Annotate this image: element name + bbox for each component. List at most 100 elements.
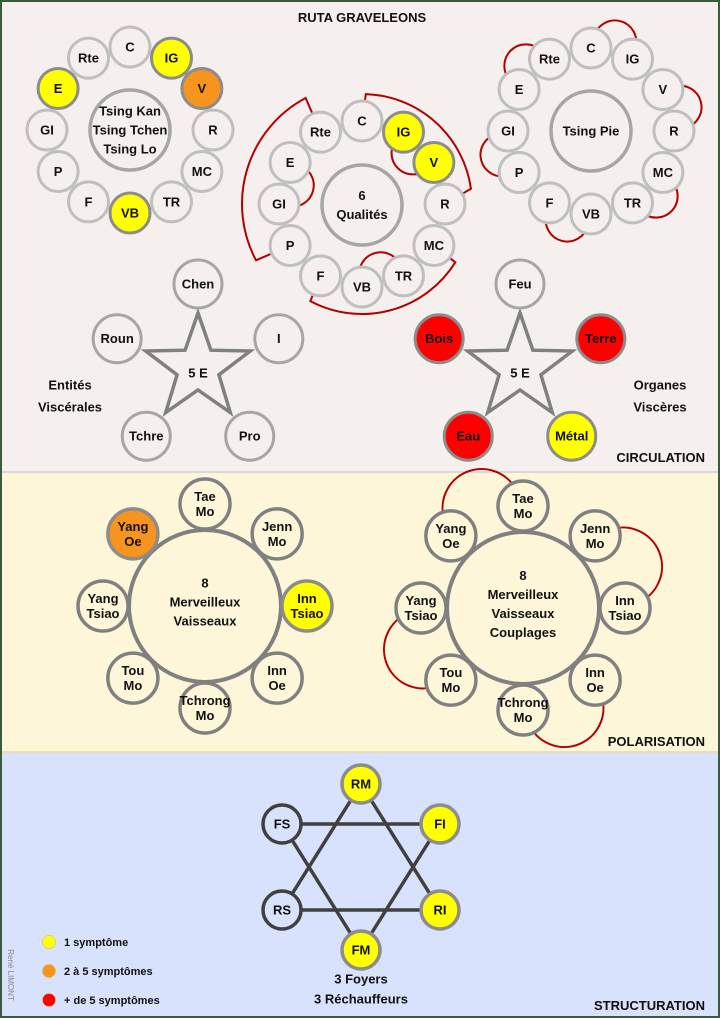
node-circle (412, 224, 456, 267)
element-node-Bois[interactable]: Bois (413, 313, 465, 365)
node-circle (106, 507, 160, 561)
ring-node-C[interactable]: C (108, 25, 152, 69)
foyer-node-FI[interactable]: FI (419, 803, 461, 845)
element-node-Chen[interactable]: Chen (172, 258, 224, 310)
element-node-Eau[interactable]: Eau (442, 410, 494, 462)
node-label: Tsiao (87, 606, 120, 621)
node-circle (575, 313, 627, 365)
ring-node-Rte[interactable]: Rte (299, 110, 342, 154)
node-circle (261, 803, 303, 845)
node-circle (641, 68, 685, 111)
element-node-Terre[interactable]: Terre (575, 313, 627, 365)
ring-node-C[interactable]: C (340, 99, 384, 143)
node-label: Bois (425, 331, 453, 346)
ring-node-F[interactable]: F (299, 254, 342, 298)
ring-node-TR[interactable]: TR (611, 181, 654, 225)
node-label: Rte (539, 52, 560, 67)
node-label: Inn (585, 665, 605, 680)
element-node-Métal[interactable]: Métal (546, 410, 598, 462)
element-node-Pro[interactable]: Pro (224, 410, 276, 462)
ring-node-GI[interactable]: GI (257, 182, 301, 226)
foyer-node-RS[interactable]: RS (261, 889, 303, 931)
ring-node-Rte[interactable]: Rte (528, 37, 571, 81)
foyer-node-RI[interactable]: RI (419, 889, 461, 931)
ring-node-IG[interactable]: IG (611, 37, 654, 81)
ring-node-P[interactable]: P (268, 224, 312, 267)
ring-node-E[interactable]: E (36, 67, 80, 110)
ring-node-P[interactable]: P (497, 151, 541, 194)
star-of-david (278, 780, 444, 954)
node-label: Roun (101, 331, 134, 346)
node-circle (76, 579, 130, 633)
ring-node-V[interactable]: V (641, 68, 685, 111)
ring-node-TR[interactable]: TR (150, 180, 193, 224)
node-circle (528, 181, 571, 225)
ring-node-VB[interactable]: VB (569, 192, 613, 236)
foyer-node-FS[interactable]: FS (261, 803, 303, 845)
ring-node-MC[interactable]: MC (641, 151, 685, 194)
element-node-Feu[interactable]: Feu (494, 258, 546, 310)
ring-node-Rte[interactable]: Rte (67, 36, 110, 80)
ring-node-IG[interactable]: IG (150, 36, 193, 80)
node-circle (106, 651, 160, 705)
ring-node-R[interactable]: R (191, 108, 235, 152)
ring-node-V[interactable]: V (180, 67, 224, 110)
element-node-Tchre[interactable]: Tchre (120, 410, 172, 462)
ring-node-P[interactable]: P (36, 150, 80, 193)
ring-node-VB[interactable]: VB (108, 191, 152, 235)
node-label: Tchre (129, 429, 163, 444)
node-circle (250, 507, 304, 561)
node-circle (340, 265, 384, 309)
ring-node-VB[interactable]: VB (340, 265, 384, 309)
ring-node-V[interactable]: V (412, 141, 456, 184)
ring-node-TR[interactable]: TR (382, 254, 425, 298)
node-circle (497, 68, 541, 111)
ring-node-E[interactable]: E (268, 141, 312, 184)
node-circle (413, 313, 465, 365)
node-label: Mo (268, 534, 287, 549)
element-node-I[interactable]: I (253, 313, 305, 365)
node-label: R (440, 197, 450, 212)
ring-node-IG[interactable]: IG (382, 110, 425, 154)
element-node-Roun[interactable]: Roun (91, 313, 143, 365)
node-circle (108, 25, 152, 69)
caption-line: Viscères (633, 400, 686, 415)
node-circle (250, 651, 304, 705)
ring-node-C[interactable]: C (569, 26, 613, 70)
coupling-link (309, 244, 457, 315)
center-label: 8 (201, 576, 208, 591)
legend-label: + de 5 symptômes (64, 995, 160, 1007)
ring-node-MC[interactable]: MC (412, 224, 456, 267)
node-label: Eau (456, 429, 480, 444)
node-label: Tsiao (405, 608, 438, 623)
ring-node-R[interactable]: R (652, 109, 696, 153)
node-circle (652, 109, 696, 153)
ring-node-MC[interactable]: MC (180, 150, 224, 193)
foyer-node-FM[interactable]: FM (340, 929, 382, 971)
ring-node-GI[interactable]: GI (486, 109, 530, 153)
ring-node-GI[interactable]: GI (25, 108, 69, 152)
ring-node-F[interactable]: F (67, 180, 110, 224)
ring-node-F[interactable]: F (528, 181, 571, 225)
ring-node-E[interactable]: E (497, 68, 541, 111)
ring-node-R[interactable]: R (423, 182, 467, 226)
foyer-node-RM[interactable]: RM (340, 763, 382, 805)
star-center-label: 5 E (188, 366, 208, 381)
